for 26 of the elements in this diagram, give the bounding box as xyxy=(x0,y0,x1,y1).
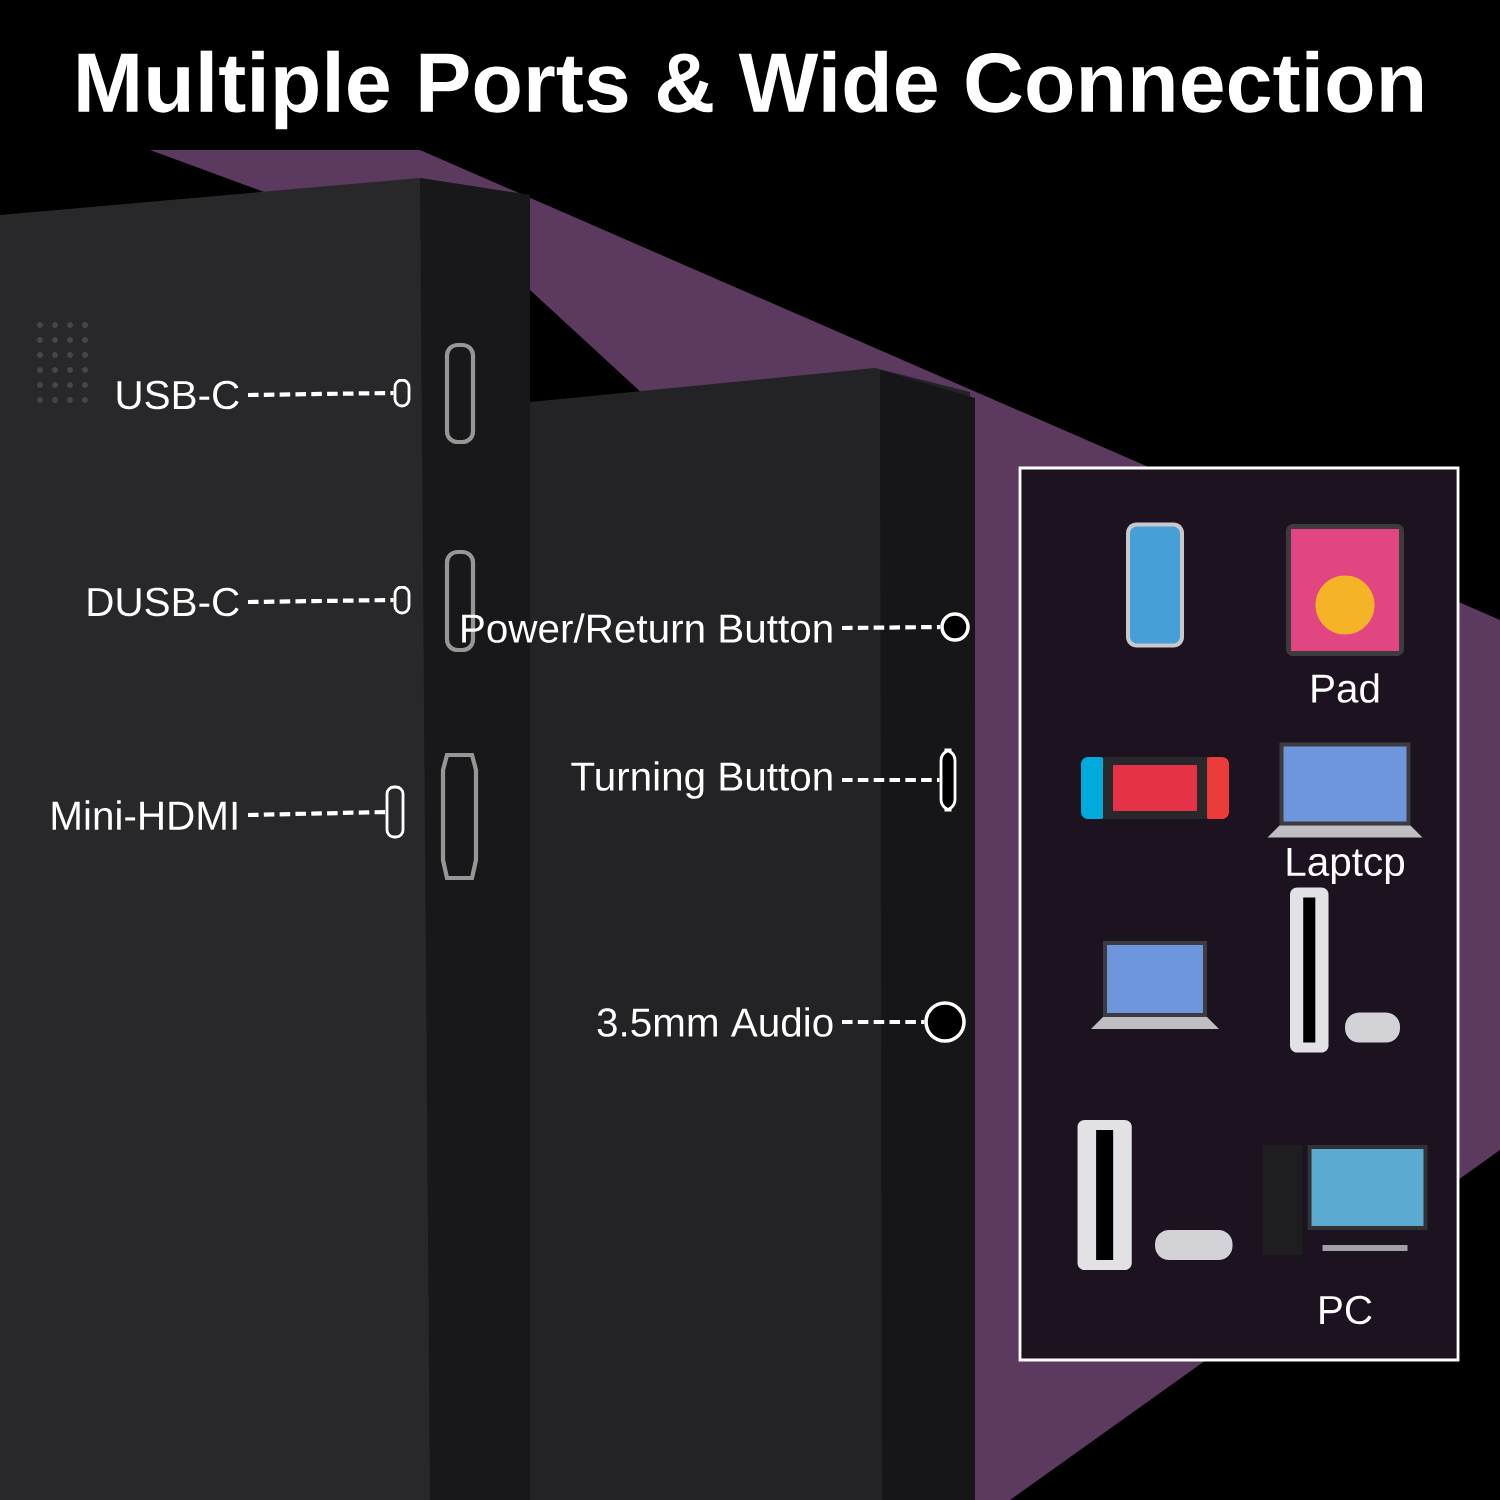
leader-line xyxy=(842,624,941,631)
device-label: PC xyxy=(1320,1295,1372,1325)
laptop-drawing xyxy=(1091,941,1219,1029)
round-port xyxy=(940,612,970,642)
leader-line xyxy=(842,1019,925,1025)
leader-line xyxy=(247,809,386,818)
port-label: Mini-HDMI xyxy=(52,800,237,830)
port-icon xyxy=(393,585,411,615)
leader-line xyxy=(247,597,394,605)
device-label: Laptcp xyxy=(1287,847,1404,885)
port-icon xyxy=(393,378,411,408)
phone-drawing xyxy=(1126,522,1184,648)
console-tower-drawing xyxy=(1077,1120,1233,1270)
console-tower-drawing xyxy=(1290,887,1400,1053)
port-label: DUSB-C xyxy=(88,587,239,617)
leader-line xyxy=(247,390,394,398)
device-label: Pad xyxy=(1312,673,1379,703)
console-drawing xyxy=(1081,757,1229,819)
port-label: Power/Return Button xyxy=(462,613,832,643)
port-label: Turning Button xyxy=(571,761,832,799)
scroll-wheel xyxy=(939,748,957,812)
port-icon xyxy=(385,785,405,839)
leader-line xyxy=(842,777,940,783)
port-label: 3.5mm Audio xyxy=(597,1007,833,1037)
port-label: USB-C xyxy=(117,380,239,410)
title: Multiple Ports & Wide Connection xyxy=(78,50,1422,130)
